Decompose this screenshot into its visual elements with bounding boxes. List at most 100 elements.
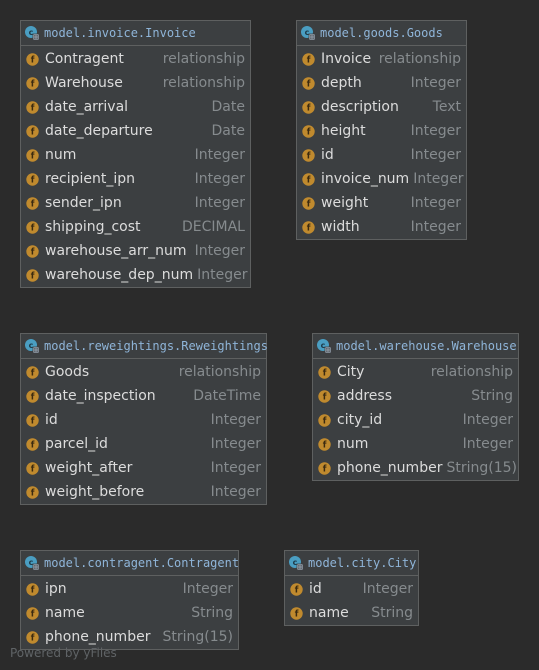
entity-title: model.invoice.Invoice — [44, 26, 196, 40]
field-type: relationship — [162, 75, 245, 91]
field-type: Date — [211, 123, 245, 139]
svg-text:f: f — [307, 127, 311, 137]
field-name: Warehouse — [45, 75, 123, 91]
svg-text:f: f — [295, 609, 299, 619]
field-name: date_arrival — [45, 99, 129, 115]
field-type: Integer — [197, 267, 248, 283]
entity-title: model.contragent.Contragent — [44, 556, 240, 570]
field-name: phone_number — [337, 460, 443, 476]
field-name: parcel_id — [45, 436, 108, 452]
field-icon: f — [26, 268, 39, 282]
class-icon: c — [288, 555, 304, 571]
svg-text:f: f — [31, 488, 35, 498]
svg-text:f: f — [31, 416, 35, 426]
field-icon: f — [26, 485, 39, 499]
field-name: ipn — [45, 581, 67, 597]
field-name: address — [337, 388, 393, 404]
field-name: depth — [321, 75, 362, 91]
field-icon: f — [290, 582, 303, 596]
svg-text:f: f — [31, 440, 35, 450]
field-icon: f — [318, 365, 331, 379]
field-name: num — [337, 436, 369, 452]
svg-text:c: c — [293, 558, 298, 567]
field-type: Integer — [210, 436, 261, 452]
field-icon: f — [26, 100, 39, 114]
svg-text:f: f — [31, 199, 35, 209]
svg-text:f: f — [307, 79, 311, 89]
field-icon: f — [26, 220, 39, 234]
field-icon: f — [302, 148, 315, 162]
field-name: recipient_ipn — [45, 171, 136, 187]
field-icon: f — [302, 172, 315, 186]
class-icon: c — [24, 338, 40, 354]
svg-text:f: f — [31, 223, 35, 233]
svg-text:f: f — [307, 151, 311, 161]
svg-text:f: f — [323, 368, 327, 378]
svg-text:c: c — [29, 28, 34, 37]
svg-text:c: c — [305, 28, 310, 37]
field-type: relationship — [162, 51, 245, 67]
field-icon: f — [302, 220, 315, 234]
field-row[interactable]: f parcel_id Integer — [21, 432, 266, 456]
field-type: Integer — [194, 171, 245, 187]
svg-text:f: f — [323, 440, 327, 450]
svg-text:f: f — [31, 585, 35, 595]
field-icon: f — [26, 461, 39, 475]
field-icon: f — [302, 76, 315, 90]
svg-text:f: f — [31, 368, 35, 378]
field-type: String(15) — [446, 460, 517, 476]
entity-header[interactable]: c model.invoice.Invoice — [21, 21, 250, 46]
field-icon: f — [302, 196, 315, 210]
field-icon: f — [302, 100, 315, 114]
field-name: num — [45, 147, 77, 163]
field-name: phone_number — [45, 629, 151, 645]
field-type: Integer — [410, 147, 461, 163]
field-type: String — [471, 388, 513, 404]
field-type: DECIMAL — [182, 219, 245, 235]
